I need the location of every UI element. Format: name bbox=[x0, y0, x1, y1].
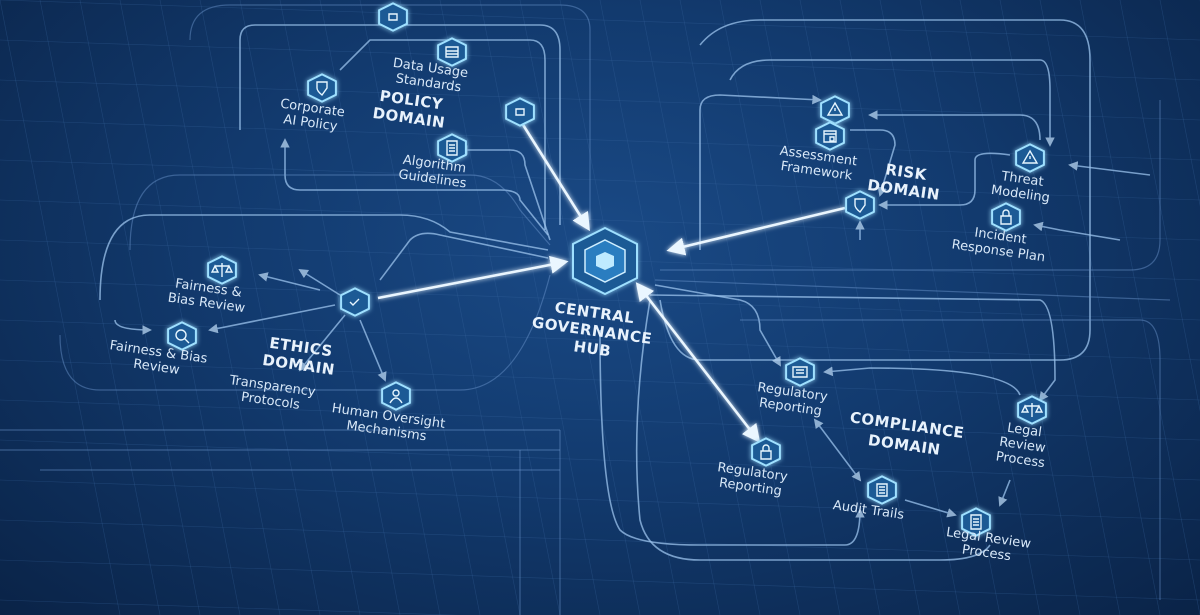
central-hub[interactable]: CENTRAL GOVERNANCE HUB bbox=[528, 226, 661, 367]
policy-node-2[interactable] bbox=[437, 133, 467, 163]
search-icon bbox=[175, 329, 190, 344]
document-icon bbox=[446, 140, 458, 156]
ethics-node-label: TransparencyProtocols bbox=[225, 373, 316, 415]
node-hexagon bbox=[751, 437, 781, 467]
generic-icon bbox=[388, 13, 398, 21]
ethics-node-label: Fairness &Bias Review bbox=[167, 276, 249, 317]
node-hexagon bbox=[437, 37, 467, 67]
node-hexagon bbox=[845, 190, 875, 220]
scales-icon bbox=[1020, 403, 1044, 417]
warning-icon bbox=[1021, 149, 1039, 164]
connector-node[interactable] bbox=[820, 95, 850, 125]
compliance-node-label: Legal ReviewProcess bbox=[943, 525, 1032, 567]
risk-domain-title: RISKDOMAIN bbox=[866, 158, 943, 204]
ethics-node-3[interactable] bbox=[381, 381, 411, 411]
generic-icon bbox=[515, 108, 525, 116]
policy-node-1[interactable] bbox=[437, 37, 467, 67]
connector-node[interactable] bbox=[340, 287, 370, 317]
hub-spokes bbox=[208, 119, 865, 443]
ethics-node-1[interactable] bbox=[167, 321, 197, 351]
shield-icon bbox=[854, 198, 866, 214]
node-hexagon bbox=[378, 2, 408, 32]
node-hexagon bbox=[991, 202, 1021, 232]
connector-node[interactable] bbox=[378, 2, 408, 32]
connector-node[interactable] bbox=[505, 97, 535, 127]
node-hexagon bbox=[505, 97, 535, 127]
policy-node-label: AlgorithmGuidelines bbox=[397, 152, 469, 191]
document-icon bbox=[970, 514, 982, 530]
node-hexagon bbox=[167, 321, 197, 351]
risk-node-1[interactable] bbox=[1015, 143, 1045, 173]
compliance-node-2[interactable] bbox=[751, 437, 781, 467]
list-icon bbox=[876, 483, 888, 497]
report-icon bbox=[792, 366, 808, 378]
policy-node-0[interactable] bbox=[307, 73, 337, 103]
ethics-node-0[interactable] bbox=[207, 255, 237, 285]
policy-domain-title: POLICYDOMAIN bbox=[372, 86, 449, 132]
check-icon bbox=[349, 298, 360, 306]
lock-icon bbox=[760, 444, 772, 460]
warning-icon bbox=[826, 101, 844, 116]
compliance-node-label: RegulatoryReporting bbox=[754, 380, 828, 420]
lock-icon bbox=[1000, 209, 1012, 225]
node-hexagon bbox=[785, 357, 815, 387]
compliance-node-label: Audit Trails bbox=[832, 498, 905, 523]
node-hexagon bbox=[815, 121, 845, 151]
person-icon bbox=[389, 389, 403, 404]
compliance-node-4[interactable] bbox=[961, 507, 991, 537]
compliance-node-1[interactable] bbox=[1017, 395, 1047, 425]
ethics-node-label: Human OversightMechanisms bbox=[329, 401, 446, 447]
shield-icon bbox=[316, 81, 328, 97]
risk-node-0[interactable] bbox=[815, 121, 845, 151]
node-hexagon bbox=[340, 287, 370, 317]
connector-node[interactable] bbox=[845, 190, 875, 220]
compliance-node-0[interactable] bbox=[785, 357, 815, 387]
risk-node-label: AssessmentFramework bbox=[777, 144, 858, 185]
risk-node-label: IncidentResponse Plan bbox=[951, 223, 1048, 266]
risk-node-2[interactable] bbox=[991, 202, 1021, 232]
compliance-domain-title: COMPLIANCEDOMAIN bbox=[846, 408, 965, 462]
calendar-lock-icon bbox=[823, 130, 837, 143]
compliance-node-label: LegalReviewProcess bbox=[995, 420, 1050, 471]
compliance-node-3[interactable] bbox=[867, 475, 897, 505]
risk-node-label: ThreatModeling bbox=[990, 168, 1053, 206]
node-hexagon bbox=[307, 73, 337, 103]
database-icon bbox=[445, 46, 459, 58]
scales-icon bbox=[210, 263, 234, 277]
